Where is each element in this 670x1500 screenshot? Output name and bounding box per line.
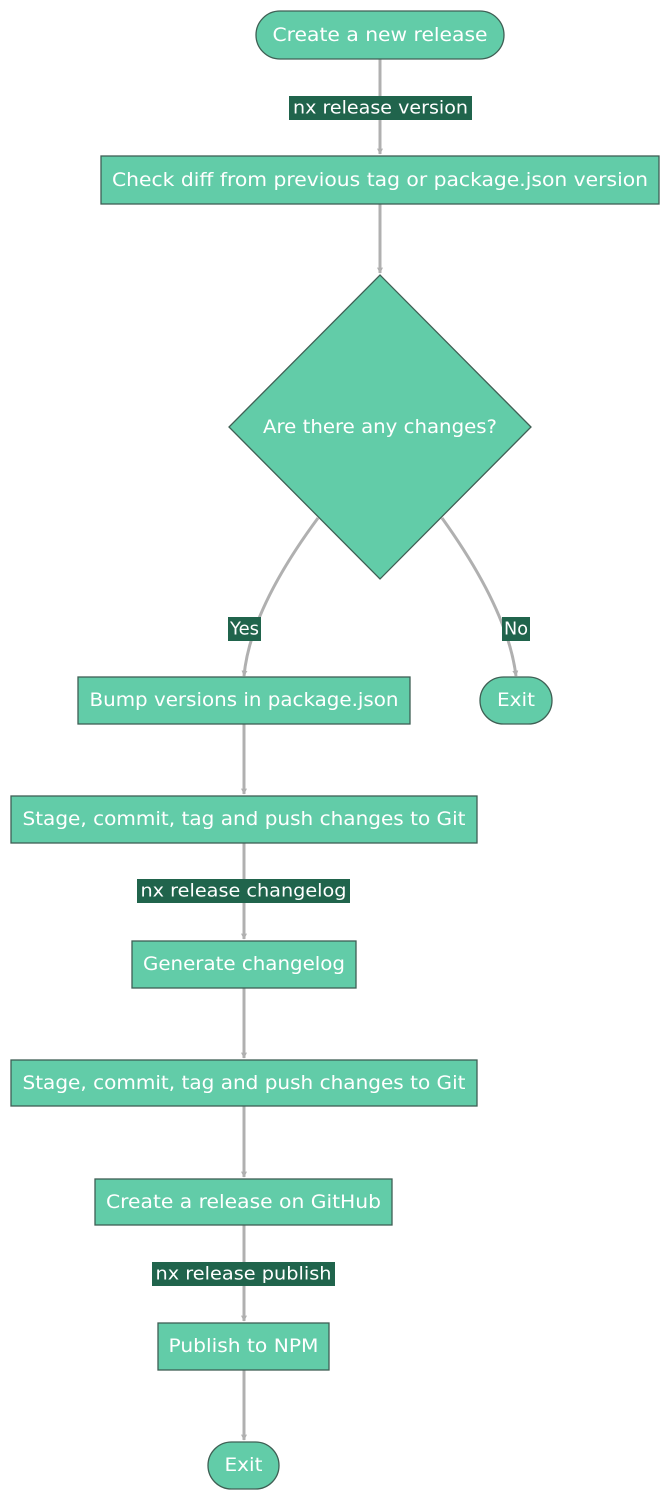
edge-label-changelog: nx release changelog (137, 879, 350, 903)
node-bump-label: Bump versions in package.json (90, 689, 399, 711)
edge-label-version-text: nx release version (293, 98, 468, 119)
edge-label-publish: nx release publish (152, 1262, 335, 1286)
edge-label-publish-text: nx release publish (156, 1264, 332, 1285)
node-npm: Publish to NPM (157, 1322, 330, 1371)
edge-label-yes: Yes (228, 617, 261, 641)
node-start-label: Create a new release (273, 24, 488, 46)
node-stage-2: Stage, commit, tag and push changes to G… (10, 1059, 478, 1107)
edge-labels: nx release version Yes No nx release cha… (137, 96, 530, 1286)
node-check-diff: Check diff from previous tag or package.… (100, 155, 660, 205)
node-github-label: Create a release on GitHub (106, 1191, 381, 1213)
node-bump: Bump versions in package.json (77, 676, 411, 725)
node-exit-no: Exit (479, 676, 553, 725)
edge-label-no: No (502, 617, 530, 641)
edge-label-yes-text: Yes (229, 619, 259, 640)
edge-label-no-text: No (504, 619, 528, 640)
node-decision: Are there any changes? (228, 274, 532, 580)
node-check-diff-label: Check diff from previous tag or package.… (112, 169, 648, 191)
node-exit-end: Exit (207, 1441, 280, 1490)
node-start: Create a new release (255, 10, 505, 60)
node-npm-label: Publish to NPM (169, 1335, 319, 1357)
node-stage-1: Stage, commit, tag and push changes to G… (10, 795, 478, 844)
node-stage-1-label: Stage, commit, tag and push changes to G… (23, 808, 466, 830)
edge-decision-no (440, 517, 519, 677)
edges (241, 59, 519, 1441)
node-changelog: Generate changelog (131, 940, 357, 989)
node-exit-no-label: Exit (497, 689, 535, 711)
node-github: Create a release on GitHub (94, 1178, 393, 1226)
edge-label-version: nx release version (289, 96, 472, 120)
nodes: Create a new release Check diff from pre… (10, 10, 660, 1490)
edge-label-changelog-text: nx release changelog (141, 881, 347, 902)
node-changelog-label: Generate changelog (143, 953, 345, 975)
node-decision-label: Are there any changes? (263, 416, 497, 438)
node-exit-end-label: Exit (225, 1454, 263, 1476)
edge-decision-yes (241, 517, 320, 677)
node-stage-2-label: Stage, commit, tag and push changes to G… (23, 1072, 466, 1094)
